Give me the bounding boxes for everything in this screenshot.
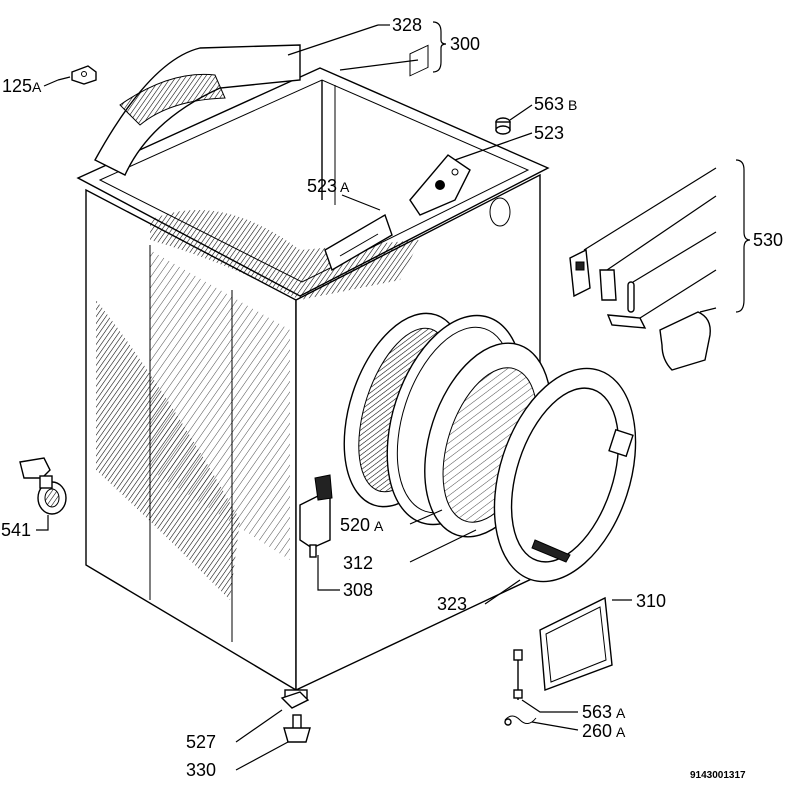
label-308: 308 (343, 580, 373, 600)
label-312: 312 (343, 553, 373, 573)
label-520a: 520 (340, 515, 370, 535)
leader-lines (36, 21, 751, 771)
part-530-lock-group (569, 248, 711, 371)
part-563a-hose (513, 649, 523, 700)
part-523a-connector (324, 213, 393, 272)
label-323: 323 (437, 594, 467, 614)
label-310: 310 (636, 591, 666, 611)
part-308-door-switch (299, 474, 333, 558)
label-563a-suffix: A (616, 705, 626, 721)
label-563a: 563 (582, 702, 612, 722)
label-563b: 563 (534, 94, 564, 114)
label-330: 330 (186, 760, 216, 780)
part-310-filter-cover (539, 596, 613, 691)
drawing-code: 9143001317 (690, 770, 746, 781)
label-523: 523 (534, 123, 564, 143)
label-260a: 260 (582, 721, 612, 741)
label-125a-suffix: A (32, 79, 42, 95)
label-523a-suffix: A (340, 179, 350, 195)
part-523-bracket (409, 154, 471, 216)
label-328: 328 (392, 15, 422, 35)
cabinet (76, 44, 550, 701)
label-125a: 125 (2, 76, 32, 96)
part-330-adjust-foot (283, 714, 311, 743)
part-563b-cap (495, 117, 511, 135)
label-260a-suffix: A (616, 724, 626, 740)
label-527: 527 (186, 732, 216, 752)
label-520a-suffix: A (374, 518, 384, 534)
part-260a-spring (504, 715, 537, 726)
label-523a: 523 (307, 176, 337, 196)
part-527-foot-base (280, 691, 310, 709)
label-541: 541 (1, 520, 31, 540)
label-563b-suffix: B (568, 97, 577, 113)
label-530: 530 (753, 230, 783, 250)
part-125a-clip (71, 65, 97, 85)
part-323-door-frame (493, 367, 637, 583)
part-541-valve (19, 457, 67, 515)
label-300: 300 (450, 34, 480, 54)
